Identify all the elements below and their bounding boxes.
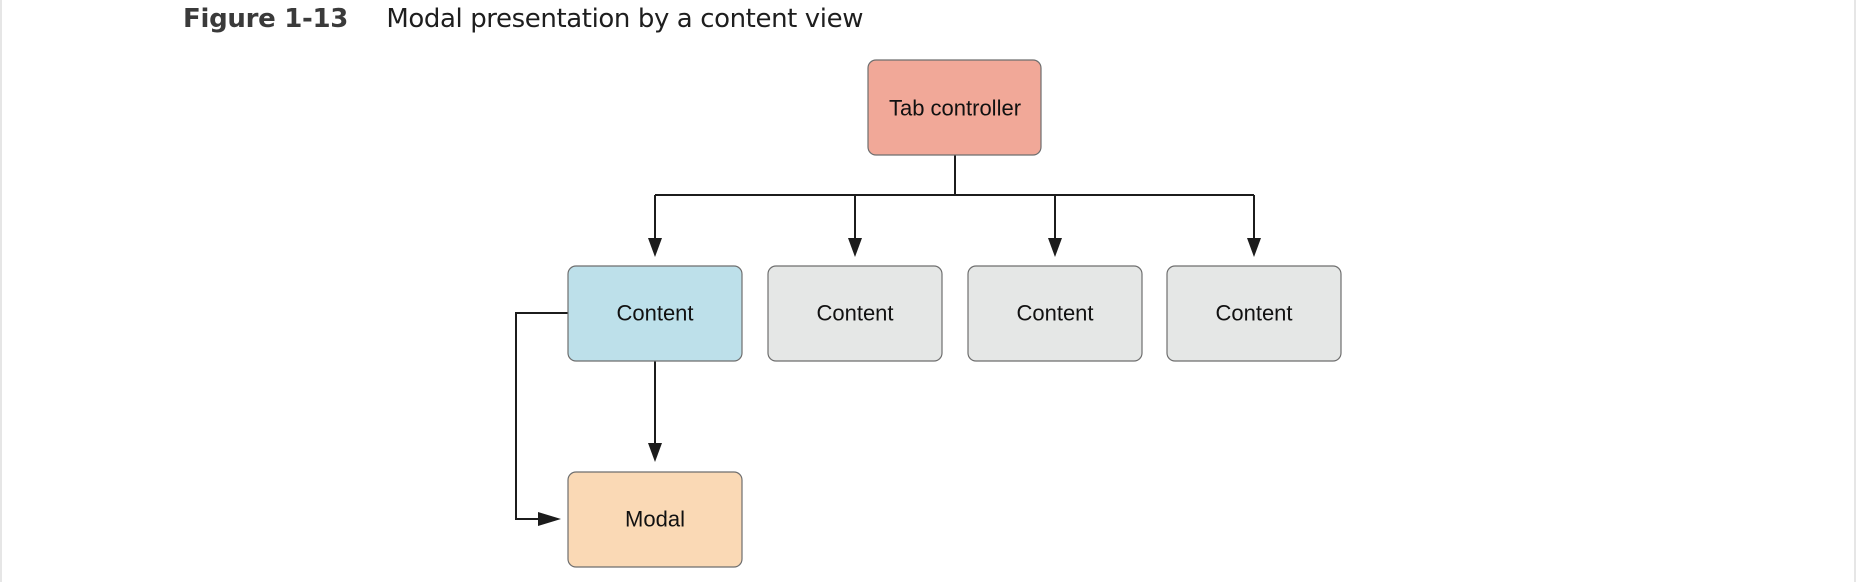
content-2-label: Content bbox=[816, 301, 893, 326]
modal-label: Modal bbox=[625, 507, 685, 532]
tab-controller-label: Tab controller bbox=[889, 96, 1021, 121]
modal-box bbox=[567, 471, 743, 568]
node-content-2: Content bbox=[767, 265, 943, 362]
node-content-1: Content bbox=[567, 265, 743, 362]
content-1-label: Content bbox=[616, 301, 693, 326]
page-edge-right bbox=[1854, 0, 1856, 582]
tab-controller-box bbox=[867, 59, 1042, 156]
figure-title: Modal presentation by a content view bbox=[386, 4, 864, 34]
node-content-3: Content bbox=[967, 265, 1143, 362]
side-path-arrowhead bbox=[538, 512, 561, 526]
content-2-box bbox=[767, 265, 943, 362]
tab-connectors bbox=[648, 155, 1261, 257]
figure-label: Figure 1-13 bbox=[183, 4, 349, 34]
content-4-label: Content bbox=[1215, 301, 1292, 326]
node-tab-controller: Tab controller bbox=[867, 59, 1042, 156]
arrowhead-2 bbox=[848, 238, 862, 257]
arrowhead-4 bbox=[1247, 238, 1261, 257]
content-4-box bbox=[1166, 265, 1342, 362]
node-content-4: Content bbox=[1166, 265, 1342, 362]
node-modal: Modal bbox=[567, 471, 743, 568]
page-edge-left bbox=[0, 0, 2, 582]
content-to-modal-arrowhead bbox=[648, 443, 662, 462]
arrowhead-1 bbox=[648, 238, 662, 257]
content-1-box bbox=[567, 265, 743, 362]
side-path-line bbox=[515, 312, 568, 520]
modal-connectors bbox=[515, 312, 662, 526]
arrowhead-3 bbox=[1048, 238, 1062, 257]
content-3-box bbox=[967, 265, 1143, 362]
figure-caption: Figure 1-13 Modal presentation by a cont… bbox=[183, 4, 863, 34]
content-3-label: Content bbox=[1016, 301, 1093, 326]
